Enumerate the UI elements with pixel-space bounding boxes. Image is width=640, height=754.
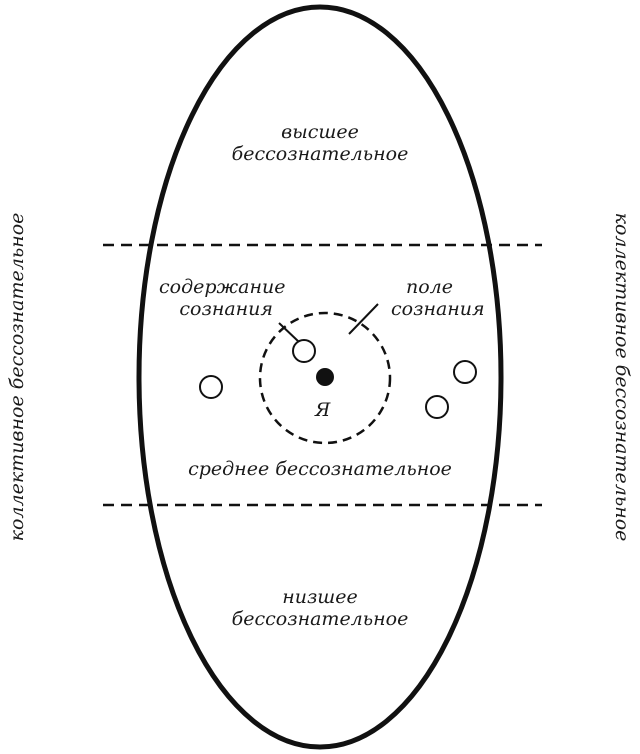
content-circle [292,339,316,363]
contents-line-2: сознания [179,298,273,320]
content-circle [425,395,449,419]
middle-unconscious-label: среднее бессознательное [188,458,452,480]
field-line-1: поле [406,276,454,298]
field-of-consciousness [258,311,392,445]
lower-unconscious-label: низшее бессознательное [220,586,420,630]
higher-line-2: бессознательное [231,143,409,165]
self-point [316,368,334,386]
field-pointer [348,303,379,335]
contents-label: содержание сознания [159,276,285,320]
collective-unconscious-left: коллективное бессознательное [6,212,28,542]
collective-unconscious-right: коллективное бессознательное [611,212,633,542]
higher-unconscious-label: высшее бессознательное [220,121,420,165]
lower-line-1: низшее [282,586,358,608]
lower-line-2: бессознательное [231,608,409,630]
contents-line-1: содержание [159,276,286,298]
field-line-2: сознания [391,298,485,320]
psyche-oval [136,4,504,750]
contents-pointer [278,322,300,343]
content-circle [453,360,477,384]
self-label: Я [315,399,331,421]
field-label: поле сознания [391,276,485,320]
content-circle [199,375,223,399]
higher-line-1: высшее [281,121,359,143]
